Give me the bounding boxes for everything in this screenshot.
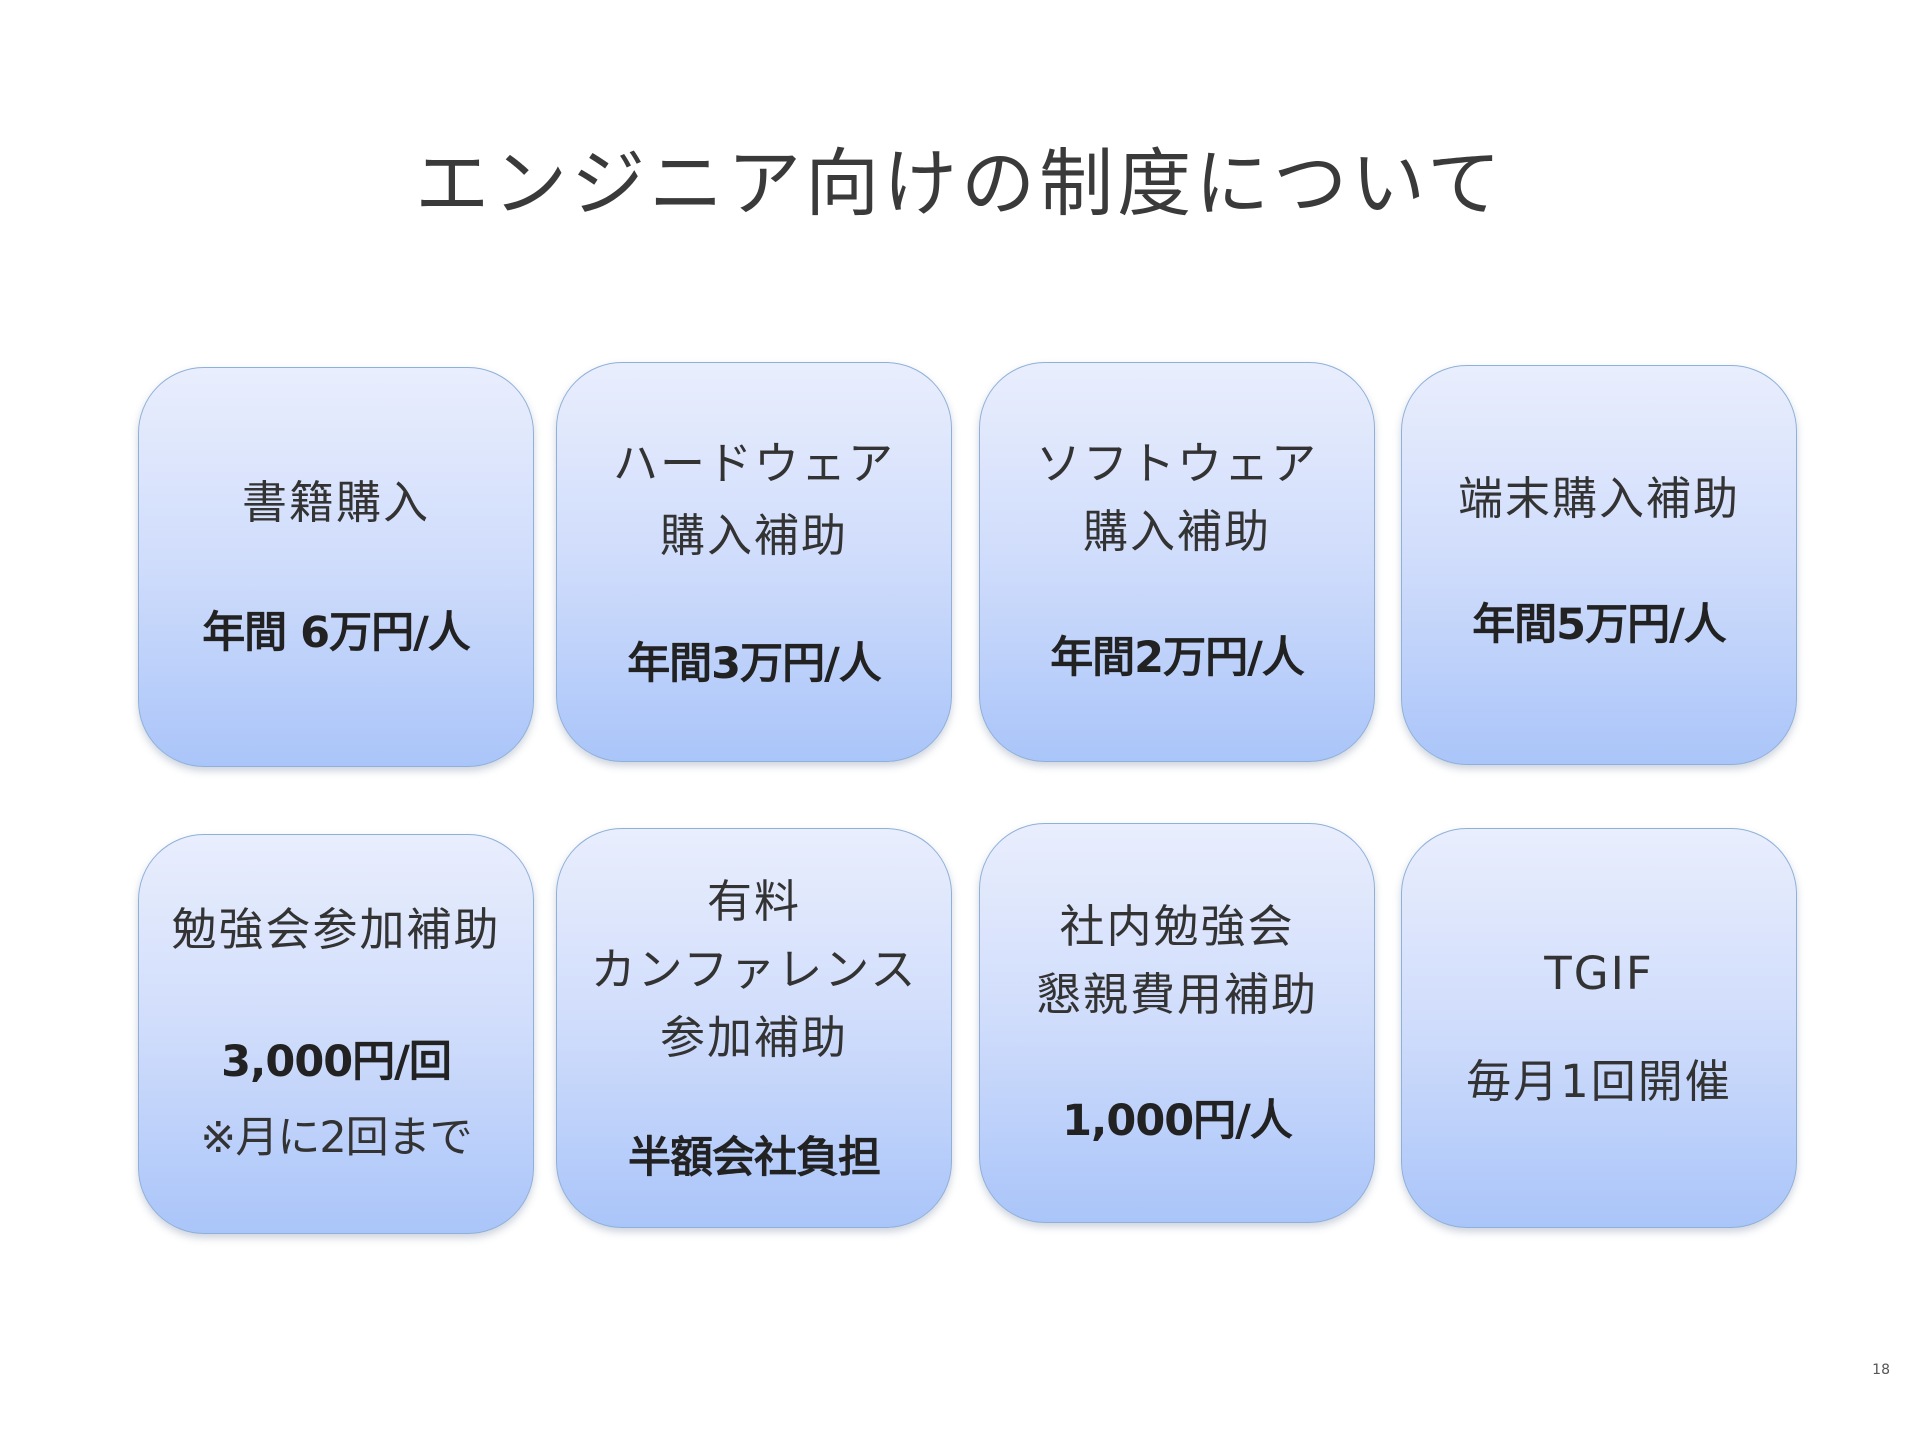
card-book-purchase: 書籍購入 年間 6万円/人 bbox=[138, 367, 534, 767]
card-value: 年間 6万円/人 bbox=[202, 608, 471, 658]
page-number: 18 bbox=[1872, 1362, 1890, 1378]
card-label: カンファレンス bbox=[590, 943, 918, 996]
card-label: ソフトウェア bbox=[1035, 437, 1318, 490]
card-value: 3,000円/回 bbox=[221, 1037, 452, 1087]
card-internal-study-social: 社内勉強会 懇親費用補助 1,000円/人 bbox=[979, 823, 1375, 1223]
card-label: 懇親費用補助 bbox=[1035, 968, 1318, 1021]
card-label: ハードウェア bbox=[612, 437, 895, 490]
card-label: 参加補助 bbox=[659, 1011, 848, 1064]
card-value: 半額会社負担 bbox=[628, 1133, 881, 1183]
card-label: 毎月1回開催 bbox=[1466, 1055, 1732, 1108]
card-label: TGIF bbox=[1544, 947, 1654, 1000]
card-label: 有料 bbox=[706, 875, 801, 928]
card-label: 端末購入補助 bbox=[1457, 472, 1740, 525]
card-value: 1,000円/人 bbox=[1062, 1096, 1293, 1146]
card-value: 年間3万円/人 bbox=[627, 639, 882, 689]
card-label: 社内勉強会 bbox=[1059, 900, 1295, 953]
card-label: 書籍購入 bbox=[241, 476, 430, 529]
slide-title: エンジニア向けの制度について bbox=[415, 141, 1505, 227]
card-value: 年間2万円/人 bbox=[1050, 633, 1305, 683]
card-value: 年間5万円/人 bbox=[1472, 600, 1727, 650]
card-study-group: 勉強会参加補助 3,000円/回 ※月に2回まで bbox=[138, 834, 534, 1234]
card-device-purchase: 端末購入補助 年間5万円/人 bbox=[1401, 365, 1797, 765]
card-label: 勉強会参加補助 bbox=[171, 903, 501, 956]
card-paid-conference: 有料 カンファレンス 参加補助 半額会社負担 bbox=[556, 828, 952, 1228]
card-hardware-purchase: ハードウェア 購入補助 年間3万円/人 bbox=[556, 362, 952, 762]
card-tgif: TGIF 毎月1回開催 bbox=[1401, 828, 1797, 1228]
card-note: ※月に2回まで bbox=[200, 1113, 472, 1163]
card-software-purchase: ソフトウェア 購入補助 年間2万円/人 bbox=[979, 362, 1375, 762]
card-label: 購入補助 bbox=[659, 509, 848, 562]
card-label: 購入補助 bbox=[1082, 505, 1271, 558]
